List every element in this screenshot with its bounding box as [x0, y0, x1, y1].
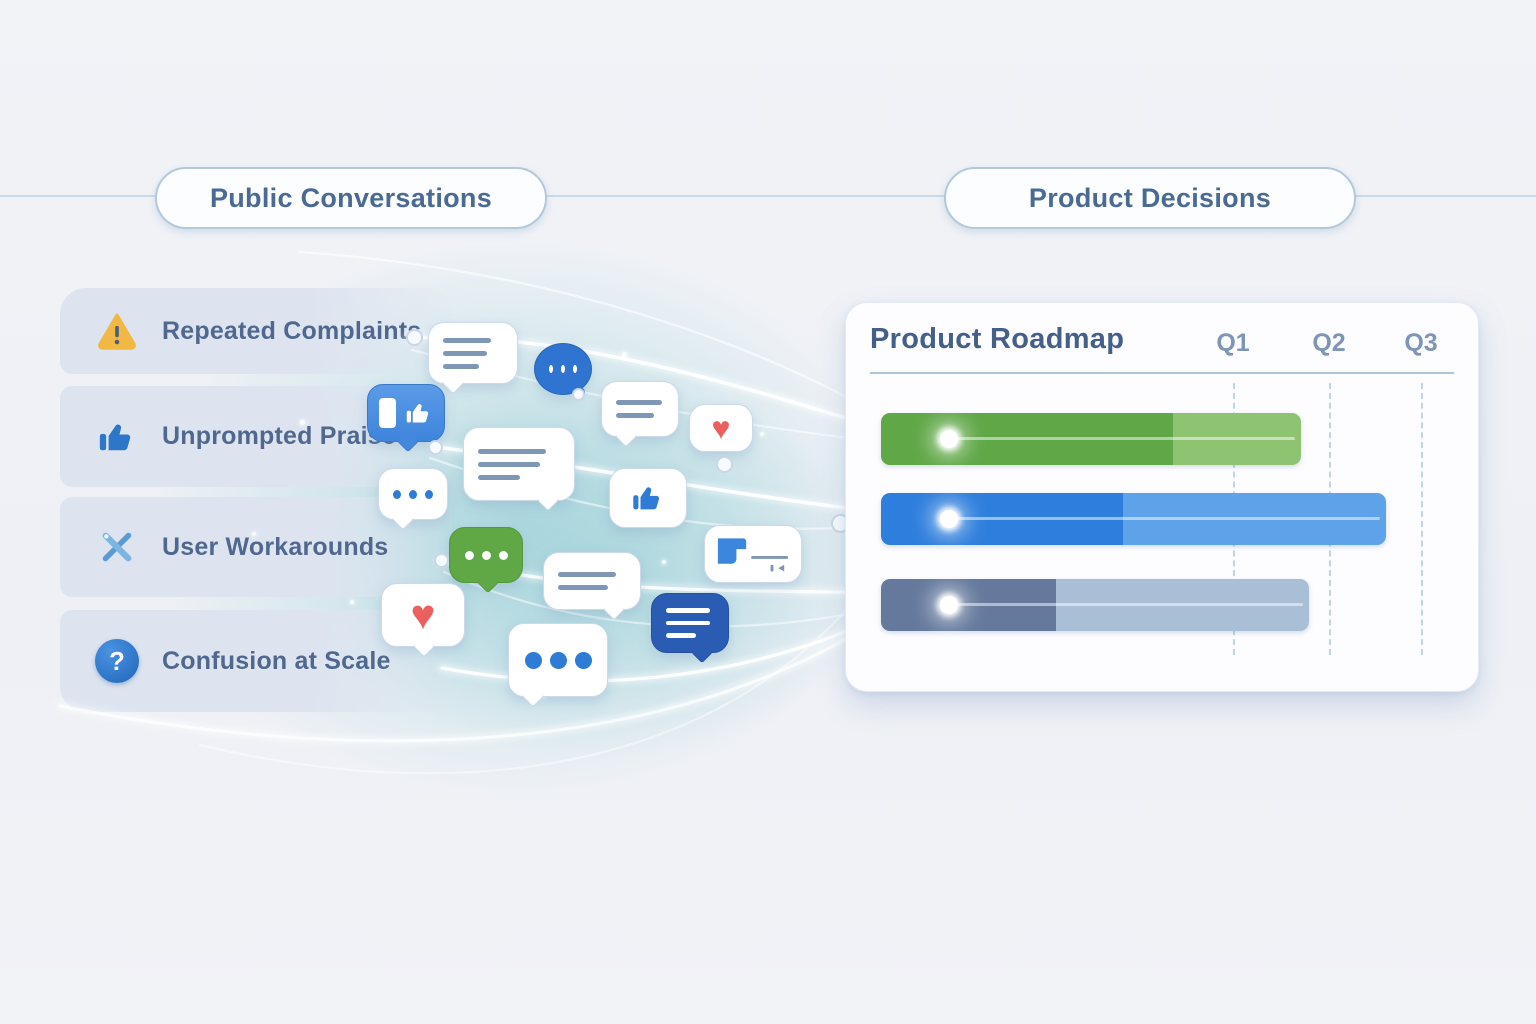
product-decisions-pill: Product Decisions — [944, 167, 1356, 229]
like-notification — [367, 384, 445, 442]
quarter-label-q1: Q1 — [1216, 329, 1250, 357]
quarter-label-q2: Q2 — [1312, 329, 1346, 357]
thumbs-up-icon — [94, 414, 140, 460]
chat-lines-icon — [478, 448, 546, 454]
sparkle — [662, 560, 666, 564]
typing-dots-icon — [549, 365, 577, 373]
chat-bubble — [543, 552, 641, 610]
sparkle — [622, 352, 627, 357]
connector-bead — [716, 456, 733, 473]
signal-row-repeated-complaints: Repeated Complaints — [60, 288, 452, 374]
public-conversations-pill: Public Conversations — [155, 167, 547, 229]
chat-bubble-navy — [651, 593, 729, 653]
crossed-tools-icon — [94, 524, 140, 570]
signal-label: User Workarounds — [162, 532, 389, 561]
question-badge: ? — [95, 639, 139, 683]
chat-lines-icon — [666, 608, 710, 613]
header-connector-line — [0, 195, 1536, 197]
chat-lines-icon — [558, 572, 616, 577]
post-preview-icon — [717, 538, 789, 572]
roadmap-bar-green — [881, 413, 1301, 465]
warning-triangle-icon — [94, 308, 140, 354]
typing-bubble — [508, 623, 608, 697]
connector-bead — [428, 440, 443, 455]
quarter-gridline-q3 — [1421, 383, 1423, 655]
post-preview-card — [704, 525, 802, 583]
sparkle — [350, 600, 354, 604]
flow-streak — [947, 517, 1380, 520]
roadmap-bar-blue — [881, 493, 1386, 545]
chat-bubble — [463, 427, 575, 501]
chat-lines-icon — [616, 400, 662, 405]
flow-endpoint-glow — [940, 510, 958, 528]
heart-reaction-bubble: ♥ — [381, 583, 465, 647]
signal-label: Unprompted Praise — [162, 422, 397, 450]
chat-bubble — [428, 322, 518, 384]
flow-endpoint-glow — [940, 430, 958, 448]
sparkle — [252, 532, 256, 536]
roadmap-bar-slate — [881, 579, 1309, 631]
typing-bubble — [534, 343, 592, 399]
typing-dots-icon — [464, 550, 508, 560]
praise-card — [609, 468, 687, 528]
like-thumb-icon — [406, 404, 428, 423]
chat-bubble — [601, 381, 679, 437]
connector-bead — [572, 388, 585, 401]
heart-icon: ♥ — [410, 591, 436, 638]
thumbs-up-icon — [633, 487, 660, 510]
connector-bead — [434, 553, 449, 568]
roadmap-title: Product Roadmap — [870, 323, 1125, 355]
public-conversations-label: Public Conversations — [209, 182, 493, 213]
flow-endpoint-glow — [940, 596, 958, 614]
flow-streak — [947, 437, 1295, 440]
signal-label: Confusion at Scale — [162, 646, 391, 675]
question-mark-icon: ? — [94, 638, 140, 684]
heart-icon: ♥ — [711, 410, 731, 446]
chat-lines-icon — [443, 337, 491, 343]
connector-bead — [406, 329, 423, 346]
post-thumbnail-icon — [378, 398, 396, 428]
typing-dots-icon — [393, 489, 433, 499]
typing-bubble — [378, 468, 448, 520]
title-underline — [870, 372, 1454, 374]
sparkle — [300, 420, 305, 425]
flow-streak — [947, 603, 1303, 606]
heart-reaction-card: ♥ — [689, 404, 753, 452]
typing-bubble-green — [449, 527, 523, 583]
quarter-label-q3: Q3 — [1404, 329, 1438, 357]
typing-dots-icon — [523, 651, 593, 669]
product-roadmap-card: Product Roadmap Q1 Q2 Q3 — [845, 302, 1479, 692]
product-decisions-label: Product Decisions — [1028, 182, 1272, 213]
sparkle — [760, 432, 764, 436]
signal-label: Repeated Complaints — [162, 316, 422, 345]
